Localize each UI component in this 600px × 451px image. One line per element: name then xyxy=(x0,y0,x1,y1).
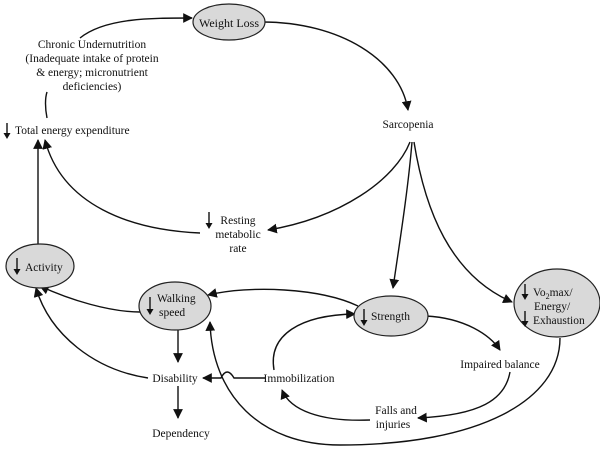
svg-text:injuries: injuries xyxy=(376,419,411,431)
label-weight-loss: Weight Loss xyxy=(199,16,259,30)
svg-text:metabolic: metabolic xyxy=(215,229,260,241)
label-dependency: Dependency xyxy=(152,428,210,440)
node-weight-loss xyxy=(192,3,266,41)
svg-text:& energy; micronutrient: & energy; micronutrient xyxy=(36,67,148,79)
svg-text:Activity: Activity xyxy=(25,262,63,274)
label-walking-speed: Walking speed xyxy=(146,293,196,319)
label-sarcopenia: Sarcopenia xyxy=(382,119,433,131)
edge-weightloss-to-sarcopenia xyxy=(261,21,412,111)
edge-resting-to-total xyxy=(42,139,201,234)
label-chronic-undernutrition: Chronic Undernutrition (Inadequate intak… xyxy=(25,39,158,93)
down-arrow-icon xyxy=(3,123,11,139)
down-arrow-icon xyxy=(205,212,213,229)
down-arrow-icon xyxy=(360,309,368,326)
edge-strength-to-impaired xyxy=(425,315,501,351)
edge-strength-to-walking xyxy=(207,288,359,307)
svg-text:Strength: Strength xyxy=(371,311,410,323)
edge-sarcopenia-to-resting xyxy=(267,141,411,234)
svg-text:Total energy expenditure: Total energy expenditure xyxy=(15,125,130,137)
edge-sarcopenia-to-strength xyxy=(389,141,413,289)
node-vo2 xyxy=(513,268,600,338)
label-vo2max-energy-exhaustion: Vo2max/ Energy/ Exhaustion xyxy=(521,284,585,327)
edge-impaired-to-falls xyxy=(417,371,511,423)
edge-walking-to-activity xyxy=(39,285,141,313)
svg-text:deficiencies): deficiencies) xyxy=(63,81,122,93)
label-activity: Activity xyxy=(13,258,63,275)
edge-falls-to-immobilization xyxy=(280,389,371,421)
edge-disability-to-activity xyxy=(33,287,149,379)
label-resting-metabolic-rate: Resting metabolic rate xyxy=(205,212,261,255)
label-impaired-balance: Impaired balance xyxy=(460,359,540,371)
edge-vo2-to-walking xyxy=(205,321,561,446)
label-falls-and-injuries: Falls and injuries xyxy=(375,405,417,431)
edge-total-to-chronic xyxy=(44,91,48,119)
label-strength: Strength xyxy=(360,309,410,326)
node-activity xyxy=(5,243,75,289)
edge-immobilization-to-strength xyxy=(272,309,356,371)
node-strength xyxy=(353,295,429,337)
svg-text:Vo2max/: Vo2max/ xyxy=(533,287,573,301)
down-arrow-icon xyxy=(146,297,154,315)
svg-text:Energy/: Energy/ xyxy=(534,301,571,313)
svg-text:Resting: Resting xyxy=(220,215,255,227)
svg-text:Chronic Undernutrition: Chronic Undernutrition xyxy=(38,39,147,51)
edge-chronic-to-weightloss xyxy=(79,13,193,39)
label-disability: Disability xyxy=(152,373,198,385)
svg-text:Exhaustion: Exhaustion xyxy=(533,315,585,327)
svg-text:speed: speed xyxy=(159,307,185,319)
label-immobilization: Immobilization xyxy=(264,373,335,385)
node-walking-speed xyxy=(138,281,212,331)
svg-text:Walking: Walking xyxy=(157,293,196,305)
down-arrow-icon xyxy=(521,284,529,300)
svg-text:Falls and: Falls and xyxy=(375,405,417,417)
down-arrow-icon xyxy=(13,258,21,275)
svg-text:(Inadequate intake of protein: (Inadequate intake of protein xyxy=(25,53,158,65)
svg-text:rate: rate xyxy=(229,243,246,255)
edge-immobilization-to-disability xyxy=(202,371,265,383)
edge-sarcopenia-to-vo2 xyxy=(413,141,513,303)
down-arrow-icon xyxy=(521,311,529,327)
label-total-energy-expenditure: Total energy expenditure xyxy=(3,123,130,139)
